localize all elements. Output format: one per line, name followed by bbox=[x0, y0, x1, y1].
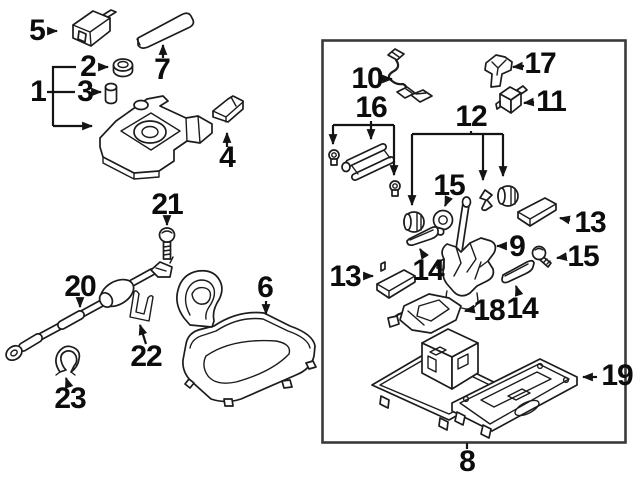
part-18-bracket bbox=[387, 293, 462, 334]
callout-14b: 14 bbox=[506, 292, 538, 325]
callout-11: 11 bbox=[536, 85, 567, 118]
callout-22: 22 bbox=[130, 340, 162, 373]
part-12-bushing-left bbox=[403, 211, 425, 233]
callout-2: 2 bbox=[80, 50, 97, 83]
callout-5: 5 bbox=[29, 14, 46, 47]
part-22-cable-clip bbox=[129, 290, 154, 322]
part-12-bushing-right bbox=[497, 185, 519, 207]
part-9-shift-lever bbox=[436, 196, 497, 310]
callout-9: 9 bbox=[509, 230, 526, 263]
callout-13b: 13 bbox=[329, 260, 361, 293]
callout-10: 10 bbox=[351, 62, 383, 95]
part-16-link-assembly bbox=[341, 143, 395, 181]
part-1-shifter-base bbox=[99, 95, 213, 180]
part-10-wire-harness bbox=[387, 48, 433, 103]
part-23-retainer-clip bbox=[55, 345, 81, 376]
part-11-switch bbox=[495, 85, 528, 114]
part-13-bar-left bbox=[376, 261, 416, 299]
callout-arrows bbox=[47, 26, 597, 449]
callout-8: 8 bbox=[459, 445, 476, 478]
callout-13a: 13 bbox=[574, 206, 606, 239]
callout-7: 7 bbox=[154, 53, 171, 86]
part-5-relay bbox=[72, 9, 117, 47]
callout-3: 3 bbox=[77, 75, 94, 108]
callout-4: 4 bbox=[219, 141, 236, 174]
parts-frame-box bbox=[321, 39, 627, 444]
part-2-grommet bbox=[112, 58, 134, 78]
part-13-bar-right bbox=[517, 197, 557, 227]
part-19-base-pan bbox=[451, 358, 578, 439]
callout-16: 16 bbox=[355, 91, 387, 124]
part-20-shift-cable bbox=[5, 256, 174, 362]
part-14-plate-upper bbox=[406, 226, 439, 247]
callout-1: 1 bbox=[30, 75, 47, 108]
part-6-knob-boot bbox=[176, 269, 317, 407]
callout-15a: 15 bbox=[433, 169, 465, 202]
part-3-pin bbox=[104, 82, 118, 105]
callout-6: 6 bbox=[257, 271, 274, 304]
part-14-plate-lower bbox=[501, 259, 535, 284]
callout-21: 21 bbox=[151, 188, 183, 221]
callout-18: 18 bbox=[473, 294, 505, 327]
part-4-switch-block bbox=[212, 95, 244, 123]
callout-20: 20 bbox=[64, 270, 96, 303]
callout-17: 17 bbox=[524, 47, 556, 80]
callout-19: 19 bbox=[601, 359, 633, 392]
callout-15b: 15 bbox=[567, 240, 599, 273]
part-21-bolt bbox=[158, 227, 176, 260]
callout-14a: 14 bbox=[412, 254, 444, 287]
part-17-clip bbox=[484, 54, 513, 88]
screw-16-left bbox=[328, 149, 340, 166]
part-7-detent-lever bbox=[136, 12, 195, 49]
part-12-clip-mid bbox=[479, 189, 493, 212]
part-15-bolt bbox=[531, 245, 552, 268]
callout-23: 23 bbox=[54, 382, 86, 415]
callout-12: 12 bbox=[455, 100, 487, 133]
screw-16-right bbox=[389, 180, 401, 197]
